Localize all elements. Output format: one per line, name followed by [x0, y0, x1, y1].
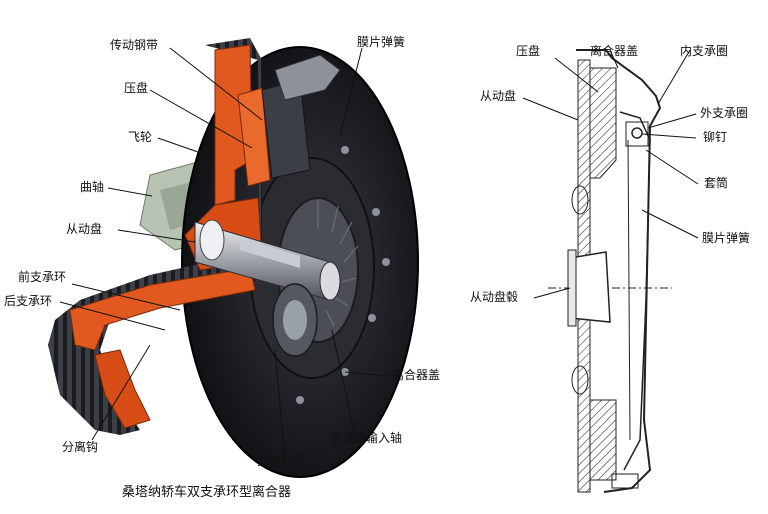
label-right-rivet: 铆钉	[703, 130, 728, 144]
pressure-plate-shape	[237, 54, 341, 187]
label-driven-disc: 从动盘	[66, 222, 103, 236]
label-crankshaft: 曲轴	[80, 180, 105, 194]
label-input-shaft: 变速器输入轴	[330, 431, 403, 445]
label-front-support-ring: 前支承环	[18, 270, 67, 284]
release-bearing-shape	[272, 283, 318, 357]
left-leader-lines	[59, 47, 389, 461]
input-shaft-shape	[194, 219, 341, 301]
label-right-driven-disc: 从动盘	[480, 89, 517, 103]
label-right-driven-hub: 从动盘毂	[470, 290, 519, 304]
label-right-sleeve: 套筒	[704, 176, 729, 190]
label-right-clutch-cover: 离合器盖	[590, 44, 639, 58]
label-clutch-cover: 离合器盖	[392, 368, 441, 382]
diagram-caption: 桑塔纳轿车双支承环型离合器	[122, 485, 292, 500]
label-right-outer-ring: 外支承圈	[700, 106, 749, 120]
label-steel-strap: 传动钢带	[110, 38, 159, 52]
label-right-inner-ring: 内支承圈	[680, 44, 729, 58]
label-pressure-plate: 压盘	[124, 81, 149, 95]
label-right-pressure-plate: 压盘	[516, 44, 541, 58]
label-rear-support-ring: 后支承环	[4, 294, 53, 308]
label-flywheel: 飞轮	[128, 130, 153, 144]
label-release-hook: 分离钩	[62, 440, 99, 454]
right-leader-lines	[522, 49, 699, 299]
label-right-diaphragm-spring: 膜片弹簧	[702, 231, 751, 245]
label-diaphragm-spring: 膜片弹簧	[357, 35, 406, 49]
cross-section-drawing	[548, 49, 672, 493]
flywheel-shape	[48, 38, 263, 435]
label-release-bearing: 分离轴承	[257, 454, 306, 468]
